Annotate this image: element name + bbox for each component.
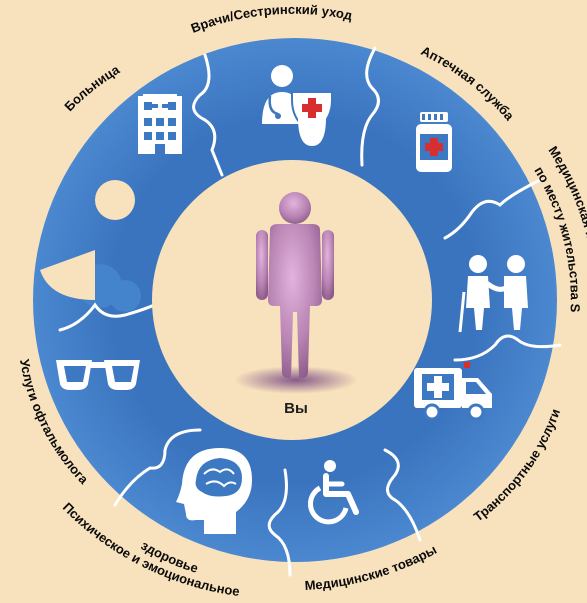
medicine-bottle-icon [416, 112, 452, 172]
person-icon [234, 192, 358, 394]
doctor-nurse-icon [262, 65, 333, 146]
home-care-icon [458, 255, 528, 333]
segment-label-doctors-nursing: Врачи/Сестринский уход [189, 2, 355, 36]
wheelchair-icon [308, 460, 359, 525]
puzzle-seams [58, 46, 562, 577]
center-label: Вы [284, 400, 308, 417]
eyeglasses-icon [56, 360, 140, 390]
head-brain-icon [176, 448, 252, 534]
segment-label-hospital: Больница [61, 61, 122, 114]
ambulance-icon [414, 362, 492, 421]
hospital-building-icon [138, 94, 182, 154]
